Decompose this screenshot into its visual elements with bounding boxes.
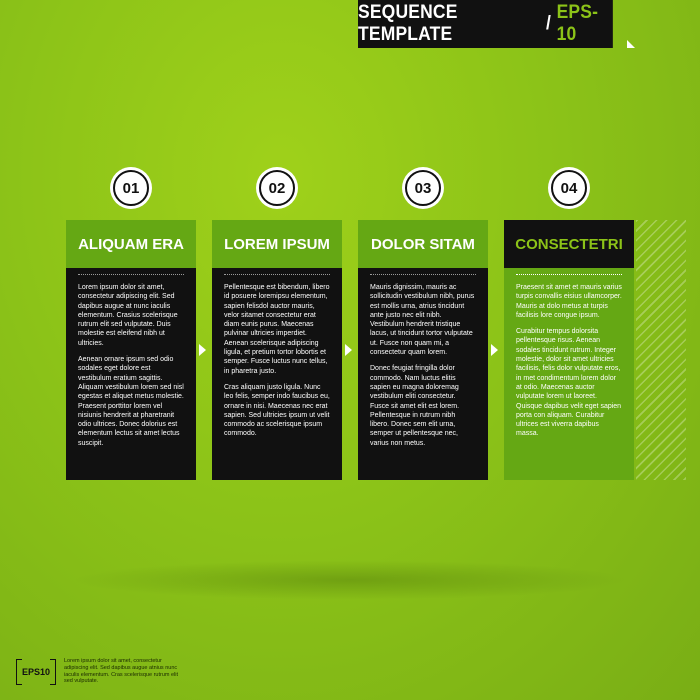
arrow-right-icon <box>491 344 498 356</box>
header-banner: SEQUENCE TEMPLATE / EPS-10 <box>358 0 613 48</box>
arrow-right-icon <box>345 344 352 356</box>
dotted-divider <box>370 274 476 275</box>
step-3-number: 03 <box>405 170 441 206</box>
step-card-body: Lorem ipsum dolor sit amet, consectetur … <box>66 275 196 448</box>
step-card-body: Pellentesque est bibendum, libero id pos… <box>212 275 342 439</box>
dotted-divider <box>516 274 622 275</box>
step-card-paragraph: Lorem ipsum dolor sit amet, consectetur … <box>78 284 178 347</box>
step-card-body: Mauris dignissim, mauris ac sollicitudin… <box>358 275 488 448</box>
step-card-paragraph: Praesent sit amet et mauris varius turpi… <box>516 284 622 319</box>
step-card-paragraph: Cras aliquam justo ligula. Nunc leo feli… <box>224 383 330 438</box>
step-card-title: LOREM IPSUM <box>212 220 342 268</box>
step-card-1: ALIQUAM ERA Lorem ipsum dolor sit amet, … <box>66 220 196 480</box>
header-accent: EPS-10 <box>556 2 599 45</box>
step-2-number: 02 <box>259 170 295 206</box>
floor-shadow <box>70 560 630 600</box>
step-card-paragraph: Donec feugiat fringilla dolor commodo. N… <box>370 365 460 447</box>
eps-badge: EPS10 <box>16 659 56 685</box>
step-card-paragraph: Mauris dignissim, mauris ac sollicitudin… <box>370 284 475 357</box>
step-card-title: CONSECTETRI <box>504 220 634 268</box>
footer-text: Lorem ipsum dolor sit amet, consectetur … <box>64 658 179 685</box>
step-card-title: DOLOR SITAM <box>358 220 488 268</box>
header-separator: / <box>546 13 552 34</box>
arrow-right-icon <box>199 344 206 356</box>
header-fold-corner <box>627 40 635 48</box>
step-card-body: Praesent sit amet et mauris varius turpi… <box>504 275 634 439</box>
dotted-divider <box>224 274 330 275</box>
dotted-divider <box>78 274 184 275</box>
diagonal-stripes-decoration <box>636 220 686 480</box>
step-card-4: CONSECTETRI Praesent sit amet et mauris … <box>504 220 634 480</box>
step-card-title: ALIQUAM ERA <box>66 220 196 268</box>
step-card-2: LOREM IPSUM Pellentesque est bibendum, l… <box>212 220 342 480</box>
step-card-paragraph: Pellentesque est bibendum, libero id pos… <box>224 284 330 375</box>
step-4-number: 04 <box>551 170 587 206</box>
eps-badge-label: EPS10 <box>21 667 51 677</box>
step-card-paragraph: Aenean ornare ipsum sed odio sodales ege… <box>78 356 184 447</box>
step-1-number: 01 <box>113 170 149 206</box>
header-title: SEQUENCE TEMPLATE <box>358 2 458 45</box>
step-card-paragraph: Curabitur tempus dolorsita pellentesque … <box>516 328 622 438</box>
step-card-3: DOLOR SITAM Mauris dignissim, mauris ac … <box>358 220 488 480</box>
